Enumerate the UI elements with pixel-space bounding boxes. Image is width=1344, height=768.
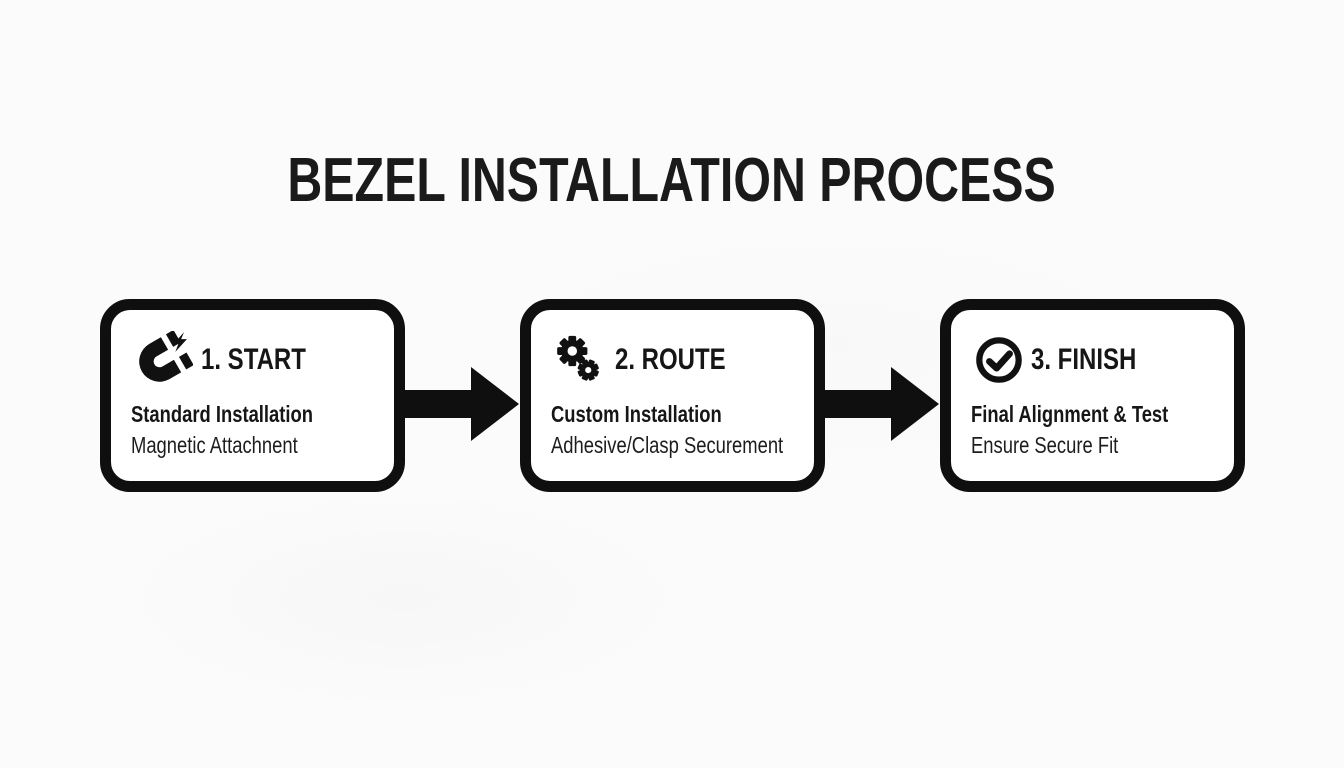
step-header: 1. START	[131, 331, 378, 389]
step-box-route: 2. ROUTE Custom Installation Adhesive/Cl…	[519, 299, 825, 492]
process-flow: 1. START Standard Installation Magnetic …	[0, 299, 1344, 492]
page-title: BEZEL INSTALLATION PROCESS	[287, 146, 1057, 215]
step-line-secondary: Magnetic Attachnent	[130, 432, 298, 458]
check-circle-icon	[975, 336, 1023, 384]
gears-icon	[551, 331, 607, 389]
step-line-secondary: Ensure Secure Fit	[970, 432, 1118, 458]
arrow-right-icon	[404, 354, 520, 454]
step-line-primary: Final Alignment & Test	[970, 401, 1168, 427]
step-line-primary: Standard Installation	[130, 401, 313, 427]
step-text: Custom Installation Adhesive/Clasp Secur…	[550, 399, 783, 461]
step-label: 2. ROUTE	[614, 343, 726, 376]
step-line-secondary: Adhesive/Clasp Securement	[550, 432, 783, 458]
step-label: 3. FINISH	[1030, 343, 1136, 376]
step-label: 1. START	[200, 343, 306, 376]
step-header: 2. ROUTE	[551, 332, 798, 388]
step-text: Standard Installation Magnetic Attachnen…	[131, 399, 329, 461]
step-line-primary: Custom Installation	[550, 401, 722, 427]
step-box-finish: 3. FINISH Final Alignment & Test Ensure …	[939, 299, 1245, 492]
step-text: Final Alignment & Test Ensure Secure Fit	[971, 399, 1169, 461]
title-container: BEZEL INSTALLATION PROCESS	[0, 150, 1344, 212]
magnet-icon	[131, 331, 193, 389]
step-box-start: 1. START Standard Installation Magnetic …	[99, 299, 405, 492]
step-header: 3. FINISH	[971, 332, 1218, 388]
arrow-right-icon	[824, 354, 940, 454]
